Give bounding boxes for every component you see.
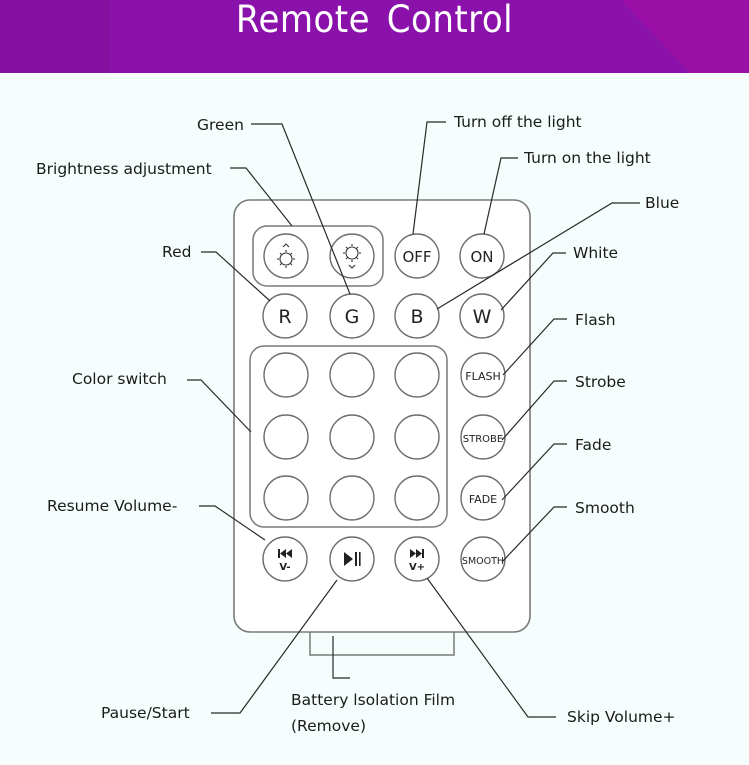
brightness-up-icon bbox=[277, 243, 295, 268]
label-turn-off-light: Turn off the light bbox=[453, 113, 582, 131]
play-pause-button[interactable] bbox=[329, 536, 375, 582]
brightness-down-button[interactable] bbox=[329, 233, 375, 279]
callout-line-brightness bbox=[230, 167, 293, 227]
callout-line-smooth bbox=[501, 506, 567, 563]
blue-button-label: B bbox=[410, 306, 423, 328]
blue-button[interactable]: B bbox=[394, 293, 440, 339]
banner-accent bbox=[691, 0, 749, 73]
label-battery-remove: (Remove) bbox=[291, 717, 366, 735]
label-resume-volume: Resume Volume- bbox=[47, 497, 177, 515]
page-title: Remote Control bbox=[235, 0, 514, 41]
label-white: White bbox=[573, 244, 618, 262]
fade-button-label: FADE bbox=[469, 493, 497, 506]
label-flash: Flash bbox=[575, 311, 616, 329]
smooth-button[interactable]: SMOOTH bbox=[460, 536, 506, 582]
banner-shade bbox=[0, 0, 110, 73]
white-button[interactable]: W bbox=[459, 293, 505, 339]
color-switch-button[interactable] bbox=[329, 352, 375, 398]
callout-lines bbox=[187, 121, 640, 718]
banner-accent-edge bbox=[621, 0, 691, 73]
previous-track-icon bbox=[278, 549, 292, 558]
remote-body bbox=[233, 199, 531, 633]
flash-button[interactable]: FLASH bbox=[460, 352, 506, 398]
color-switch-button[interactable] bbox=[263, 352, 309, 398]
callout-line-fade bbox=[501, 443, 567, 501]
label-red: Red bbox=[162, 243, 191, 261]
callout-line-turn-off bbox=[412, 121, 446, 235]
color-switch-button[interactable] bbox=[394, 475, 440, 521]
callout-line-white bbox=[500, 252, 566, 311]
callout-line-blue bbox=[436, 202, 640, 310]
volume-up-label: V+ bbox=[409, 562, 425, 573]
label-green: Green bbox=[197, 116, 244, 134]
brightness-group bbox=[252, 225, 384, 287]
color-grid bbox=[263, 352, 440, 521]
label-color-switch: Color switch bbox=[72, 370, 167, 388]
color-switch-button[interactable] bbox=[329, 475, 375, 521]
on-button[interactable]: ON bbox=[459, 233, 505, 279]
previous-volume-down-button[interactable]: V- bbox=[262, 536, 308, 582]
callout-line-resume-volume bbox=[199, 505, 266, 541]
strobe-button[interactable]: STROBE bbox=[460, 414, 506, 460]
white-button-label: W bbox=[473, 306, 492, 328]
color-switch-button[interactable] bbox=[263, 414, 309, 460]
fade-button[interactable]: FADE bbox=[460, 475, 506, 521]
callout-line-red bbox=[201, 251, 271, 302]
next-track-icon bbox=[410, 549, 424, 558]
color-switch-button[interactable] bbox=[263, 475, 309, 521]
color-switch-group bbox=[249, 345, 448, 528]
callout-line-flash bbox=[502, 318, 567, 376]
green-button[interactable]: G bbox=[329, 293, 375, 339]
flash-button-label: FLASH bbox=[465, 370, 501, 383]
label-strobe: Strobe bbox=[575, 373, 626, 391]
brightness-down-icon bbox=[343, 244, 361, 269]
brightness-up-button[interactable] bbox=[263, 233, 309, 279]
strobe-button-label: STROBE bbox=[463, 434, 503, 445]
callout-line-skip-volume bbox=[426, 577, 556, 718]
callout-line-turn-on bbox=[483, 157, 518, 235]
green-button-label: G bbox=[345, 306, 360, 328]
color-switch-button[interactable] bbox=[394, 414, 440, 460]
callout-line-pause-start bbox=[211, 579, 338, 714]
color-switch-button[interactable] bbox=[329, 414, 375, 460]
callout-line-color-switch bbox=[187, 379, 252, 433]
off-button-label: OFF bbox=[402, 248, 431, 266]
on-button-label: ON bbox=[470, 248, 493, 266]
callout-line-strobe bbox=[501, 380, 567, 441]
red-button-label: R bbox=[278, 306, 291, 328]
label-skip-volume: Skip Volume+ bbox=[567, 708, 676, 726]
label-brightness-adjustment: Brightness adjustment bbox=[36, 160, 212, 178]
label-turn-on-light: Turn on the light bbox=[523, 149, 651, 167]
battery-film-tab bbox=[309, 629, 455, 656]
next-volume-up-button[interactable]: V+ bbox=[394, 536, 440, 582]
label-fade: Fade bbox=[575, 436, 611, 454]
callout-line-battery bbox=[332, 636, 350, 679]
color-switch-button[interactable] bbox=[394, 352, 440, 398]
play-pause-icon bbox=[344, 552, 361, 566]
label-pause-start: Pause/Start bbox=[101, 704, 190, 722]
volume-down-label: V- bbox=[279, 562, 290, 573]
smooth-button-label: SMOOTH bbox=[462, 556, 504, 567]
label-battery-film: Battery lsolation Film bbox=[291, 691, 455, 709]
callout-line-green bbox=[251, 123, 351, 295]
red-button[interactable]: R bbox=[262, 293, 308, 339]
header-banner: Remote Control bbox=[0, 0, 749, 73]
off-button[interactable]: OFF bbox=[394, 233, 440, 279]
label-blue: Blue bbox=[645, 194, 679, 212]
label-smooth: Smooth bbox=[575, 499, 635, 517]
